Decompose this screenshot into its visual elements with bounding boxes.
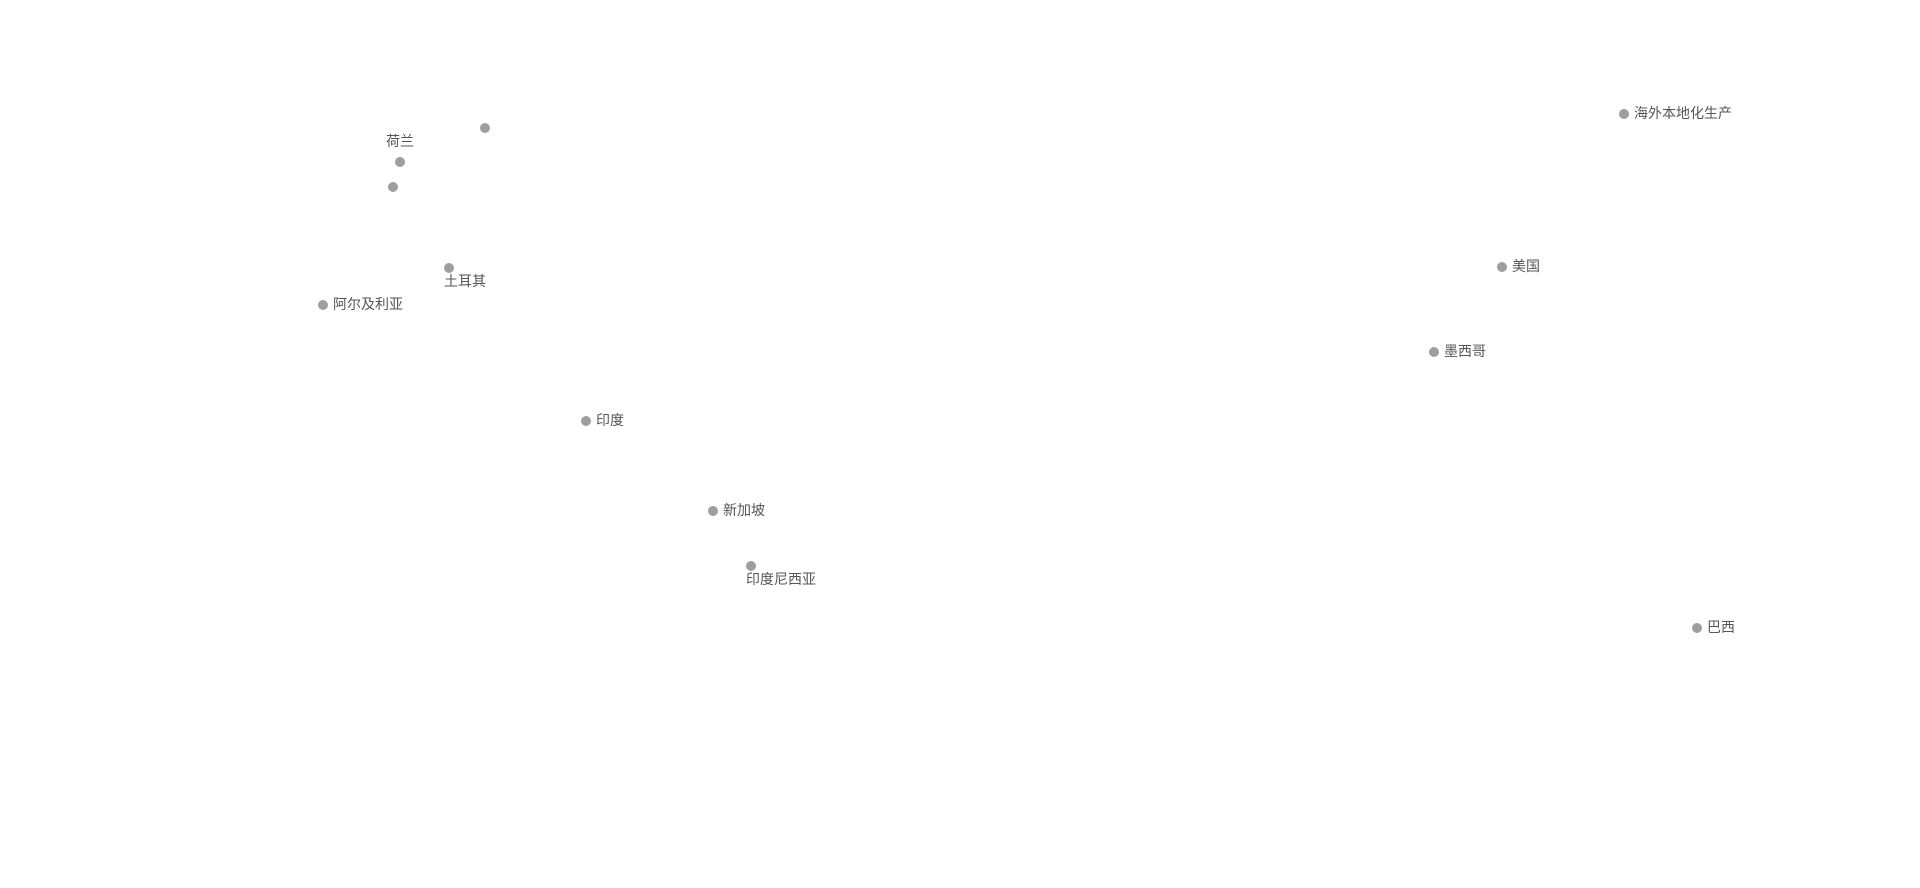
map-point-dot-icon xyxy=(395,157,405,167)
map-point-dot-icon xyxy=(480,123,490,133)
marker-label: 新加坡 xyxy=(723,503,765,519)
marker-label: 印度 xyxy=(596,413,624,429)
map-point-dot-icon xyxy=(708,506,718,516)
marker-label: 巴西 xyxy=(1707,620,1735,636)
marker-label: 土耳其 xyxy=(444,274,486,290)
marker-label: 荷兰 xyxy=(386,134,414,150)
map-point-dot-icon xyxy=(746,561,756,571)
map-point-dot-icon xyxy=(1429,347,1439,357)
map-point-dot-icon xyxy=(1692,623,1702,633)
map-point-dot-icon xyxy=(318,300,328,310)
marker-label: 阿尔及利亚 xyxy=(333,297,403,313)
marker-label: 海外本地化生产 xyxy=(1634,106,1732,122)
map-point-dot-icon xyxy=(444,263,454,273)
marker-label: 美国 xyxy=(1512,259,1540,275)
map-point-dot-icon xyxy=(1497,262,1507,272)
marker-label: 印度尼西亚 xyxy=(746,572,816,588)
map-point-dot-icon xyxy=(1619,109,1629,119)
map-point-dot-icon xyxy=(388,182,398,192)
marker-label: 墨西哥 xyxy=(1444,344,1486,360)
map-point-dot-icon xyxy=(581,416,591,426)
